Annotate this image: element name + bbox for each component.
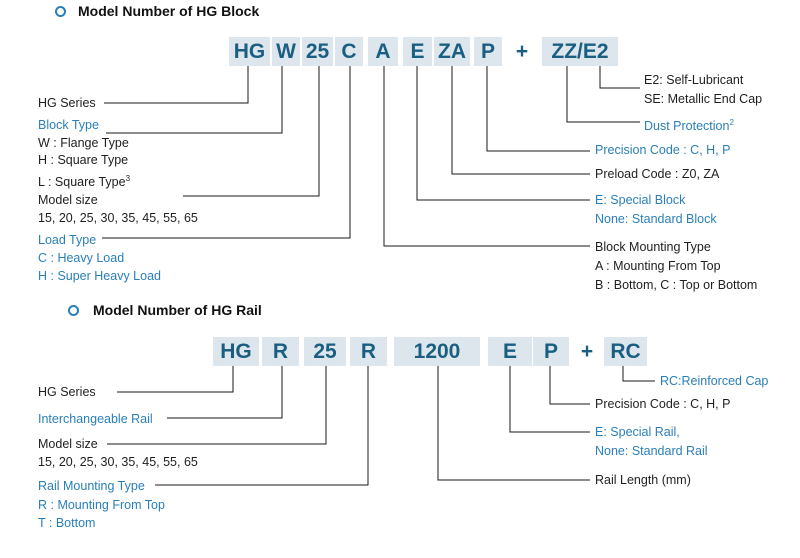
leader-hg-series (104, 66, 249, 104)
rail-interchangeable-label: Interchangeable Rail (38, 412, 153, 426)
block-dust-text: Dust Protection (644, 119, 730, 134)
block-code-mounting: A (368, 37, 398, 66)
block-type-l-superscript: 3 (125, 174, 131, 183)
block-model-size-title: Model size (38, 193, 98, 207)
block-code-dust: ZZ/E2 (542, 37, 618, 66)
rail-precision-label: Precision Code : C, H, P (595, 397, 731, 411)
block-code-type: W (272, 37, 300, 66)
rail-leader-precision (549, 366, 590, 405)
rail-leader-rc (622, 366, 655, 382)
rail-code-interchangeable: R (262, 337, 299, 366)
rail-leader-hg-series (117, 366, 234, 393)
block-section-title: Model Number of HG Block (78, 3, 260, 19)
rail-code-rc: RC (604, 337, 647, 366)
rail-code-size: 25 (304, 337, 346, 366)
block-precision-label: Precision Code : C, H, P (595, 143, 731, 157)
rail-mounting-t: T : Bottom (38, 516, 96, 530)
rail-standard-label: None: Standard Rail (595, 444, 708, 458)
rail-code-mounting: R (350, 337, 387, 366)
rail-mounting-r: R : Mounting From Top (38, 498, 165, 512)
block-mounting-a: A : Mounting From Top (595, 259, 721, 273)
block-e2-label: E2: Self-Lubricant (644, 73, 744, 87)
block-load-type-h: H : Super Heavy Load (38, 269, 161, 283)
block-load-type-title: Load Type (38, 233, 97, 247)
leader-e2 (599, 66, 640, 89)
leader-precision (486, 66, 590, 152)
block-standard-label: None: Standard Block (595, 212, 717, 226)
leader-load-type (102, 66, 351, 239)
leader-block-type (106, 66, 283, 134)
block-code-special: E (403, 37, 432, 66)
section-bullet-icon (55, 6, 66, 17)
block-code-hg: HG (229, 37, 270, 66)
rail-code-precision: P (533, 337, 569, 366)
rail-special-label: E: Special Rail, (595, 425, 680, 439)
leader-dust (566, 66, 640, 123)
block-dust-superscript: 2 (729, 118, 734, 127)
block-type-title: Block Type (38, 118, 99, 132)
block-special-label: E: Special Block (595, 193, 686, 207)
rail-section-title: Model Number of HG Rail (93, 302, 262, 318)
rail-leader-interchangeable (167, 366, 283, 419)
rail-model-size-title: Model size (38, 437, 98, 451)
rail-length-label: Rail Length (mm) (595, 473, 691, 487)
block-mounting-title: Block Mounting Type (595, 240, 711, 254)
rail-leader-length (437, 366, 590, 481)
rail-rc-label: RC:Reinforced Cap (660, 374, 769, 388)
block-type-l: L : Square Type3 (38, 171, 130, 190)
block-code-preload: ZA (434, 37, 470, 66)
rail-leader-model-size (107, 366, 327, 445)
block-series-label: HG Series (38, 96, 96, 110)
rail-series-label: HG Series (38, 385, 96, 399)
block-load-type-c: C : Heavy Load (38, 251, 125, 265)
block-type-l-text: L : Square Type (38, 175, 126, 190)
rail-leader-mounting (155, 366, 369, 486)
rail-mounting-title: Rail Mounting Type (38, 479, 145, 493)
rail-code-plus: + (580, 339, 594, 363)
block-dust-label: Dust Protection2 (644, 115, 734, 134)
rail-code-special: E (488, 337, 532, 366)
block-code-load: C (335, 37, 363, 66)
block-model-size-values: 15, 20, 25, 30, 35, 45, 55, 65 (38, 211, 198, 225)
block-se-label: SE: Metallic End Cap (644, 92, 763, 106)
block-code-plus: + (515, 39, 529, 63)
rail-code-hg: HG (213, 337, 259, 366)
rail-model-size-values: 15, 20, 25, 30, 35, 45, 55, 65 (38, 455, 198, 469)
block-mounting-b: B : Bottom, C : Top or Bottom (595, 278, 758, 292)
leader-special (416, 66, 590, 201)
section-bullet-icon (68, 305, 79, 316)
rail-leader-special (509, 366, 590, 433)
block-type-h: H : Square Type (38, 153, 129, 167)
leader-model-size (183, 66, 320, 197)
block-type-w: W : Flange Type (38, 136, 129, 150)
leader-mounting (383, 66, 590, 247)
leader-preload (451, 66, 590, 175)
block-code-precision: P (474, 37, 502, 66)
block-preload-label: Preload Code : Z0, ZA (595, 167, 720, 181)
block-code-size: 25 (302, 37, 333, 66)
rail-code-length: 1200 (394, 337, 480, 366)
